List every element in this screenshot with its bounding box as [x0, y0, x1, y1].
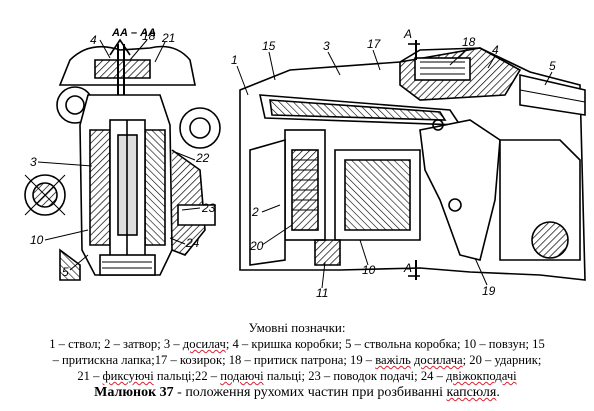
callout-right-1: 1 — [231, 53, 238, 67]
callout-right-18: 18 — [462, 35, 476, 49]
arrow-label-bottom: А — [403, 261, 412, 275]
callout-right-20: 20 — [249, 239, 264, 253]
legend-term-underlined: двіжокподачі — [446, 369, 517, 383]
callout-left-21: 21 — [161, 31, 175, 45]
legend-text: 1 – ствол; 2 – затвор; 3 – — [49, 337, 183, 351]
arrow-label-top: А — [403, 27, 412, 41]
callout-left-22: 22 — [195, 151, 210, 165]
callout-left-10: 10 — [30, 233, 44, 247]
legend-text: пальці;22 – — [153, 369, 221, 383]
callout-right-4: 4 — [492, 43, 499, 57]
callout-left-5: 5 — [62, 265, 69, 279]
legend-term-underlined: подаючі — [220, 369, 264, 383]
legend-text: ; 20 – ударник; — [462, 353, 542, 367]
caption-end: . — [496, 385, 500, 400]
legend-term-underlined: досилач — [182, 337, 226, 351]
callout-left-4: 4 — [90, 33, 97, 47]
figure-number: Малюнок 37 — [94, 385, 174, 400]
callout-right-19: 19 — [482, 284, 496, 298]
legend-text: – притискна лапка;17 – козирок; 18 – при… — [52, 353, 376, 367]
legend-text: 21 – — [77, 369, 103, 383]
callout-right-3: 3 — [323, 39, 330, 53]
callout-right-15: 15 — [262, 39, 276, 53]
callout-right-2: 2 — [251, 205, 259, 219]
callout-left-18: 18 — [142, 29, 156, 43]
legend-term-underlined: фиксуючі — [102, 369, 154, 383]
callout-left-3: 3 — [30, 155, 37, 169]
figure-caption: Малюнок 37 - положення рухомих частин пр… — [0, 384, 594, 401]
callout-left-23: 23 — [201, 201, 216, 215]
callout-left-24: 24 — [185, 236, 200, 250]
legend-term-underlined: досилача — [414, 353, 463, 367]
section-label: АА – АА — [111, 27, 156, 39]
right-section-drawing — [239, 40, 586, 281]
mechanism-figure: АА – АА 4 18 21 3 22 23 10 24 5 — [24, 27, 586, 300]
figure-caption-block: Умовні позначки: 1 – ствол; 2 – затвор; … — [0, 320, 594, 401]
legend-line-1: 1 – ствол; 2 – затвор; 3 – досилач; 4 – … — [0, 336, 594, 352]
callout-right-5: 5 — [549, 59, 556, 73]
legend-text: пальці; 23 – поводок подачі; 24 – — [263, 369, 447, 383]
caption-last-word: капсюля — [446, 385, 497, 400]
legend-line-3: 21 – фиксуючі пальці;22 – подаючі пальці… — [0, 368, 594, 384]
legend-title: Умовні позначки: — [248, 320, 346, 335]
right-leaders — [236, 47, 553, 289]
callout-right-11: 11 — [316, 286, 328, 300]
legend-term-underlined: важіль — [375, 353, 411, 367]
left-leaders — [37, 39, 201, 271]
caption-text: - положення рухомих частин при розбиванн… — [173, 385, 447, 400]
callout-right-17: 17 — [367, 37, 382, 51]
legend-text: ; 4 – кришка коробки; 5 – ствольна короб… — [225, 337, 545, 351]
legend-line-2: – притискна лапка;17 – козирок; 18 – при… — [0, 352, 594, 368]
left-section-drawing — [24, 38, 221, 281]
callout-right-10: 10 — [362, 263, 376, 277]
